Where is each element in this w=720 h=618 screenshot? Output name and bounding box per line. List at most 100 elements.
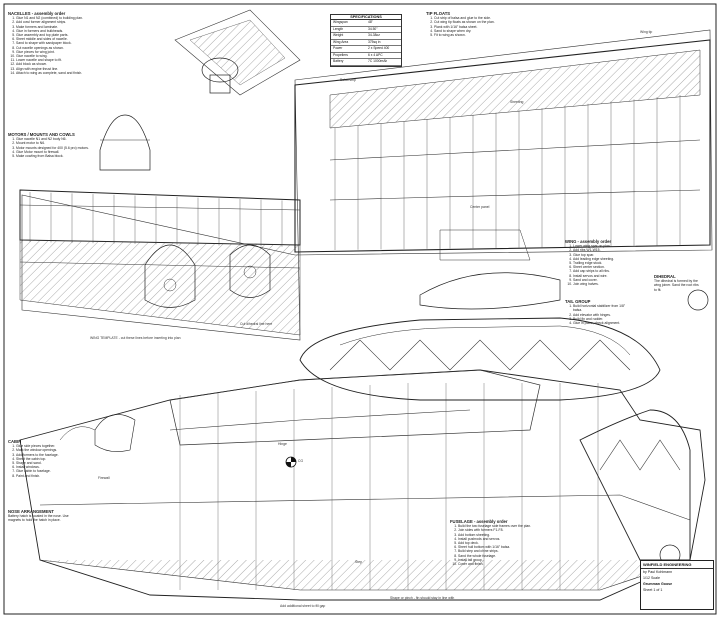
dihedral-title: DIHEDRAL xyxy=(654,274,676,279)
nacelles-step: Attach to wing as complete, sand and fin… xyxy=(16,71,96,75)
fuselage-step: Cover and finish. xyxy=(458,562,640,566)
motors-step: Motor mounts designed for 400 (5.6 pro) … xyxy=(16,146,94,150)
nacelles-step: Glue in formers and bulkheads. xyxy=(16,29,96,33)
cabin-step: Install windows. xyxy=(16,465,78,469)
nacelles-step: Glue nacelle to wing. xyxy=(16,54,96,58)
dihedral-notes: DIHEDRAL The dihedral is formed by the w… xyxy=(654,274,702,292)
spec-label: Length xyxy=(333,26,344,31)
spec-value: 2 x Speed 400 xyxy=(368,46,390,50)
firewall-label: Firewall xyxy=(98,476,110,480)
tail-group-notes: TAIL GROUP Build horizontal stabilizer f… xyxy=(565,299,635,325)
nacelles-step: Sheet middle and sides of nacelle. xyxy=(16,37,96,41)
tip-float xyxy=(419,229,561,310)
plane-name: Grumman Goose xyxy=(643,582,673,586)
motors-step: Glue Motor mount to firewall. xyxy=(16,150,94,154)
cabin-title: CABIN xyxy=(8,439,22,444)
wing-panel-hatched xyxy=(19,239,301,336)
nacelles-steps: Glue N1 and N2 (combined) to building pl… xyxy=(8,16,96,75)
cabin-notes: CABIN Glue side pieces together.Mark the… xyxy=(8,439,78,478)
wing_notes-step: Glue top spar. xyxy=(573,253,635,257)
wing-assembly-steps: Lower wing spar on plan.Add ribs W1-W15.… xyxy=(565,244,635,286)
stab-truss xyxy=(329,339,631,371)
nacelles-title: NACELLES - assembly order xyxy=(8,11,66,16)
wing_notes-step: Trailing edge stock. xyxy=(573,261,635,265)
spec-label: Wingspan xyxy=(333,20,348,24)
nose-title: NOSE ARRANGEMENT xyxy=(8,509,54,514)
balsa-strip-label: Balsa strip xyxy=(340,78,356,82)
motors-step: Make cowling from Balsa block. xyxy=(16,154,94,158)
wing-template-label: WING TEMPLATE - cut these lines before i… xyxy=(90,336,181,340)
wing_notes-step: Sand and cover. xyxy=(573,278,635,282)
cabin-frames xyxy=(59,414,136,452)
wing_notes-step: Install servos and wire. xyxy=(573,274,635,278)
nacelles-notes: NACELLES - assembly order Glue N1 and N2… xyxy=(8,11,96,75)
spec-label: Weight xyxy=(333,33,344,37)
spec-value: 375sq in xyxy=(368,39,381,44)
fuselage-step: Sheet hull bottom with 1/16" balsa. xyxy=(458,545,640,549)
dihedral-text: The dihedral is formed by the wing joine… xyxy=(654,279,699,292)
nacelles-step: Add block as shown. xyxy=(16,62,96,66)
lower-wing-ribs xyxy=(29,192,283,247)
nacelles-step: Cut nacelle openings as shown. xyxy=(16,46,96,50)
fuselage-steps: Build the two fuselage side frames over … xyxy=(450,524,640,566)
nacelles-step: Glue N1 and N2 (combined) to building pl… xyxy=(16,16,96,20)
nacelles-step: Make formers and laminate. xyxy=(16,25,96,29)
tail_group-step: Build fin and rudder. xyxy=(573,317,635,321)
cowl-views xyxy=(144,244,271,308)
wing-assembly-title: WING - assembly order xyxy=(565,239,612,244)
nacelles-step: Lower nacelle and shape to fit. xyxy=(16,58,96,62)
wing_notes-step: Join wing halves. xyxy=(573,282,635,286)
cabin-step: Glue cabin to fuselage. xyxy=(16,469,78,473)
nacelles-step: Glue pieces for wing joint. xyxy=(16,50,96,54)
horizontal-stabilizer xyxy=(299,317,661,401)
tip-floats-notes: TIP FLOATS Cut strip of balsa and glue t… xyxy=(426,11,516,37)
wing-assembly-notes: WING - assembly order Lower wing spar on… xyxy=(565,239,635,286)
shaped-end-label: Shape or pinch - fin should stay in line… xyxy=(390,596,455,600)
fuselage-step: Install pushrods and servos. xyxy=(458,537,640,541)
spec-value: 34.50" xyxy=(368,26,378,31)
spec-value: 7C 1000mAh xyxy=(368,59,388,63)
step-label: Step xyxy=(355,560,362,564)
nacelles-step: Align with engine thrust line. xyxy=(16,67,96,71)
nacelle-perspective-top xyxy=(174,9,301,96)
fin-and-rudder xyxy=(579,409,691,561)
tip_floats-step: Sand to shape when dry. xyxy=(434,29,516,33)
fuselage-step: Sand the whole fuselage. xyxy=(458,554,640,558)
designer-name: by Paul Kohlmann xyxy=(643,570,673,574)
spec-value: 6 x 4 APC xyxy=(368,52,383,57)
title-block: WINFIELD ENGINEERING by Paul Kohlmann 1/… xyxy=(640,560,714,610)
cabin-step: Mark the window openings. xyxy=(16,448,78,452)
spec-row: Battery 7C 1000mAh xyxy=(331,59,401,66)
tail_group-step: Build horizontal stabilizer from 1/8" ba… xyxy=(573,304,635,312)
sheet-border xyxy=(3,3,717,615)
fuselage-step: Build step and chine strips. xyxy=(458,549,640,553)
nacelles-step: Add cowl former alignment strips. xyxy=(16,20,96,24)
spec-label: Battery xyxy=(333,59,344,63)
fuselage-title: FUSELAGE - assembly order xyxy=(450,519,508,524)
wing-planform xyxy=(19,29,713,341)
wing_notes-step: Sheet center section. xyxy=(573,265,635,269)
fuselage-step: Add bottom sheeting. xyxy=(458,533,640,537)
fuselage-step: Build the two fuselage side frames over … xyxy=(458,524,640,528)
cut-note-label: Cut dihedral line here xyxy=(240,322,273,326)
fuselage-step: Join sides with formers F1-F8. xyxy=(458,528,640,532)
cg-label: CG xyxy=(298,459,304,463)
fuselage-step: Add top deck. xyxy=(458,541,640,545)
specifications-title: SPECIFICATIONS xyxy=(331,15,401,20)
cabin-step: Paint and finish. xyxy=(16,474,78,478)
tail_group-step: Glue in place, check alignment. xyxy=(573,321,635,325)
nacelles-step: Glue assembly and top plate parts. xyxy=(16,33,96,37)
scale-text: 1/12 Scale xyxy=(643,576,660,580)
wing-leading-edge-sheeting xyxy=(329,49,701,129)
cabin-step: Add formers to the fuselage. xyxy=(16,453,78,457)
nose-text: Battery hatch is located in the nose. Us… xyxy=(8,514,69,523)
sheet-number: Sheet 1 of 1 xyxy=(643,588,663,592)
fuselage-step: Install tail group. xyxy=(458,558,640,562)
nacelle-side xyxy=(99,114,151,171)
spec-value: 34-38oz xyxy=(368,33,380,37)
